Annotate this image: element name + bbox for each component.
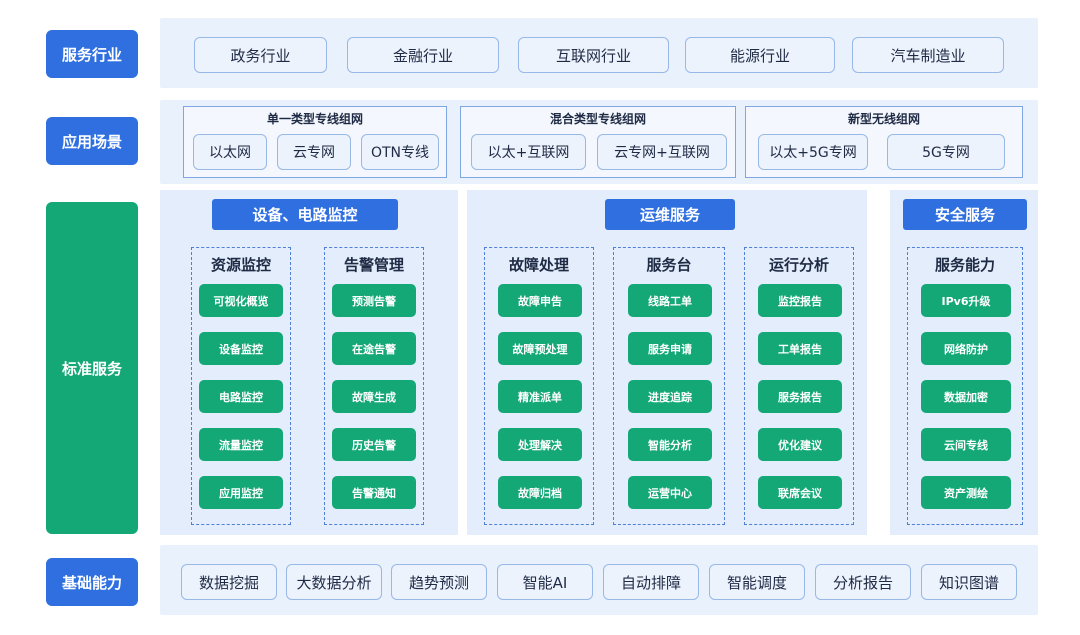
service-item: 故障预处理 [498, 332, 582, 365]
row-label-industry: 服务行业 [46, 30, 138, 78]
service-item: 资产测绘 [921, 476, 1011, 509]
scenario-group-wireless: 新型无线组网 以太+5G专网 5G专网 [745, 106, 1023, 178]
column-title: 故障处理 [508, 256, 569, 274]
scenario-group-title: 新型无线组网 [847, 112, 920, 126]
service-item: 预测告警 [332, 284, 416, 317]
service-item: 故障生成 [332, 380, 416, 413]
service-column: 服务台 线路工单 服务申请 进度追踪 智能分析 运营中心 [613, 247, 725, 525]
scenario-pill: 云专网 [277, 134, 351, 170]
scenario-group-title: 单一类型专线组网 [266, 112, 363, 126]
column-title: 运行分析 [768, 256, 829, 274]
service-item: 应用监控 [199, 476, 283, 509]
service-item: 设备监控 [199, 332, 283, 365]
foundation-pill: 数据挖掘 [181, 564, 277, 600]
service-column: 资源监控 可视化概览 设备监控 电路监控 流量监控 应用监控 [191, 247, 291, 525]
panel-security: 安全服务 服务能力 IPv6升级 网络防护 数据加密 云间专线 资产测绘 [890, 190, 1038, 535]
column-title: 告警管理 [343, 256, 404, 274]
service-item: 服务申请 [628, 332, 712, 365]
foundation-pill: 大数据分析 [286, 564, 382, 600]
foundation-pill: 趋势预测 [391, 564, 487, 600]
foundation-pill: 知识图谱 [921, 564, 1017, 600]
scenario-pill: 以太+5G专网 [758, 134, 868, 170]
service-column: 服务能力 IPv6升级 网络防护 数据加密 云间专线 资产测绘 [907, 247, 1023, 525]
scenario-pill: 以太网 [193, 134, 267, 170]
row-label-foundation: 基础能力 [46, 558, 138, 606]
service-item: 智能分析 [628, 428, 712, 461]
service-item: 处理解决 [498, 428, 582, 461]
foundation-pill: 智能AI [497, 564, 593, 600]
service-item: 历史告警 [332, 428, 416, 461]
service-item: 流量监控 [199, 428, 283, 461]
panel-title: 安全服务 [903, 199, 1027, 230]
service-item: 工单报告 [758, 332, 842, 365]
service-item: 优化建议 [758, 428, 842, 461]
service-column: 故障处理 故障申告 故障预处理 精准派单 处理解决 故障归档 [484, 247, 594, 525]
scenario-group-title: 混合类型专线组网 [549, 112, 646, 126]
industry-pill: 能源行业 [685, 37, 835, 73]
service-item: 网络防护 [921, 332, 1011, 365]
row-label-scenario: 应用场景 [46, 117, 138, 165]
scenario-pill: 5G专网 [887, 134, 1005, 170]
service-item: 监控报告 [758, 284, 842, 317]
service-item: 电路监控 [199, 380, 283, 413]
panel-monitoring: 设备、电路监控 资源监控 可视化概览 设备监控 电路监控 流量监控 应用监控 告… [160, 190, 458, 535]
service-item: 进度追踪 [628, 380, 712, 413]
panel-operations: 运维服务 故障处理 故障申告 故障预处理 精准派单 处理解决 故障归档 服务台 … [467, 190, 867, 535]
foundation-pill: 自动排障 [603, 564, 699, 600]
scenario-pill: 云专网+互联网 [597, 134, 727, 170]
scenario-group-single: 单一类型专线组网 以太网 云专网 OTN专线 [183, 106, 447, 178]
scenario-group-hybrid: 混合类型专线组网 以太+互联网 云专网+互联网 [460, 106, 736, 178]
service-item: 告警通知 [332, 476, 416, 509]
industry-pill: 金融行业 [347, 37, 499, 73]
industry-pill: 汽车制造业 [852, 37, 1004, 73]
column-title: 服务台 [646, 256, 692, 274]
column-title: 服务能力 [934, 256, 995, 274]
column-title: 资源监控 [210, 256, 271, 274]
scenario-pill: OTN专线 [361, 134, 439, 170]
service-item: 云间专线 [921, 428, 1011, 461]
service-item: 精准派单 [498, 380, 582, 413]
industry-pill: 政务行业 [194, 37, 327, 73]
scenario-pill: 以太+互联网 [471, 134, 586, 170]
service-item: IPv6升级 [921, 284, 1011, 317]
service-item: 故障归档 [498, 476, 582, 509]
panel-title: 运维服务 [605, 199, 735, 230]
service-item: 联席会议 [758, 476, 842, 509]
industry-pill: 互联网行业 [518, 37, 669, 73]
panel-title: 设备、电路监控 [212, 199, 398, 230]
foundation-pill: 分析报告 [815, 564, 911, 600]
service-item: 运营中心 [628, 476, 712, 509]
service-item: 线路工单 [628, 284, 712, 317]
service-item: 在途告警 [332, 332, 416, 365]
foundation-pill: 智能调度 [709, 564, 805, 600]
service-item: 可视化概览 [199, 284, 283, 317]
service-column: 运行分析 监控报告 工单报告 服务报告 优化建议 联席会议 [744, 247, 854, 525]
row-label-standard: 标准服务 [46, 202, 138, 534]
service-item: 故障申告 [498, 284, 582, 317]
service-item: 数据加密 [921, 380, 1011, 413]
service-column: 告警管理 预测告警 在途告警 故障生成 历史告警 告警通知 [324, 247, 424, 525]
service-item: 服务报告 [758, 380, 842, 413]
